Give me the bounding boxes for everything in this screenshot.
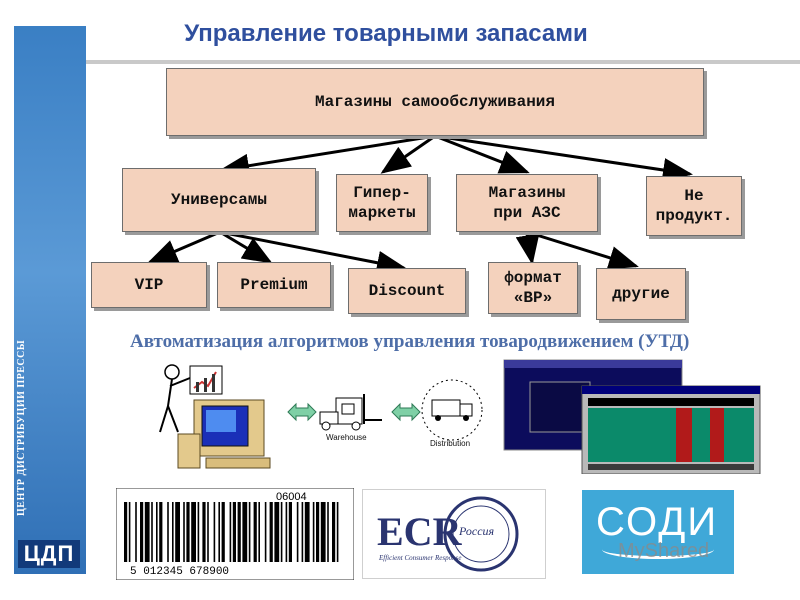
arrow-azs-other — [526, 230, 639, 270]
arrow-root-azs — [434, 134, 530, 174]
box-universam: Универсамы — [122, 168, 316, 232]
arrow-universam-premium — [219, 230, 273, 264]
barcode-image: 06004 5 012345 678900 — [116, 488, 354, 580]
sidebar-band — [14, 26, 86, 574]
ecr-sub-text: Efficient Consumer Response — [379, 554, 462, 562]
distribution-label: Distribution — [430, 439, 470, 448]
sodi-text: СОДИ — [596, 500, 719, 544]
software-screens-image — [503, 359, 761, 474]
flow-arrow-2-icon — [391, 402, 421, 422]
box-hypermarket: Гипер- маркеты — [336, 174, 428, 232]
barcode-top-code: 06004 — [276, 491, 307, 503]
arrow-root-hyper — [380, 134, 436, 174]
warehouse-label: Warehouse — [326, 433, 367, 442]
box-vip: VIP — [91, 262, 207, 308]
box-premium: Premium — [217, 262, 331, 308]
automation-subtitle: Автоматизация алгоритмов управления това… — [130, 331, 690, 352]
flow-arrow-1-icon — [287, 402, 317, 422]
ecr-country-text: Россия — [459, 524, 495, 538]
box-azs-stores: Магазины при АЗС — [456, 174, 598, 232]
sodi-logo: СОДИ — [582, 490, 734, 574]
arrow-universam-vip — [147, 230, 221, 264]
ecr-russia-logo: ECR Россия Efficient Consumer Response — [362, 489, 546, 579]
supply-chain-illustration: Warehouse Distribution — [159, 364, 483, 469]
box-discount: Discount — [348, 268, 466, 314]
arrow-azs-bp — [515, 231, 540, 265]
computer-icon — [177, 399, 271, 469]
forklift-icon: Warehouse — [319, 394, 382, 442]
sodi-swoosh — [602, 540, 714, 559]
title-divider — [86, 60, 800, 64]
watermark-text: MyShared — [618, 540, 710, 562]
arrow-root-universam — [219, 134, 436, 178]
box-format-bp: формат «BP» — [488, 262, 578, 314]
arrow-universam-discount — [219, 230, 407, 275]
barcode-digits: 5 012345 678900 — [130, 566, 229, 578]
box-root-supermarkets: Магазины самообслуживания — [166, 68, 704, 136]
box-nonfood: Не продукт. — [646, 176, 742, 236]
ecr-main-text: ECR — [377, 509, 462, 554]
truck-icon: Distribution — [421, 379, 483, 448]
cdp-logo: ЦДП — [18, 540, 80, 568]
presenter-icon — [159, 364, 223, 433]
arrow-root-nonfood — [434, 134, 693, 182]
box-other: другие — [596, 268, 686, 320]
page-title: Управление товарными запасами — [184, 20, 588, 47]
